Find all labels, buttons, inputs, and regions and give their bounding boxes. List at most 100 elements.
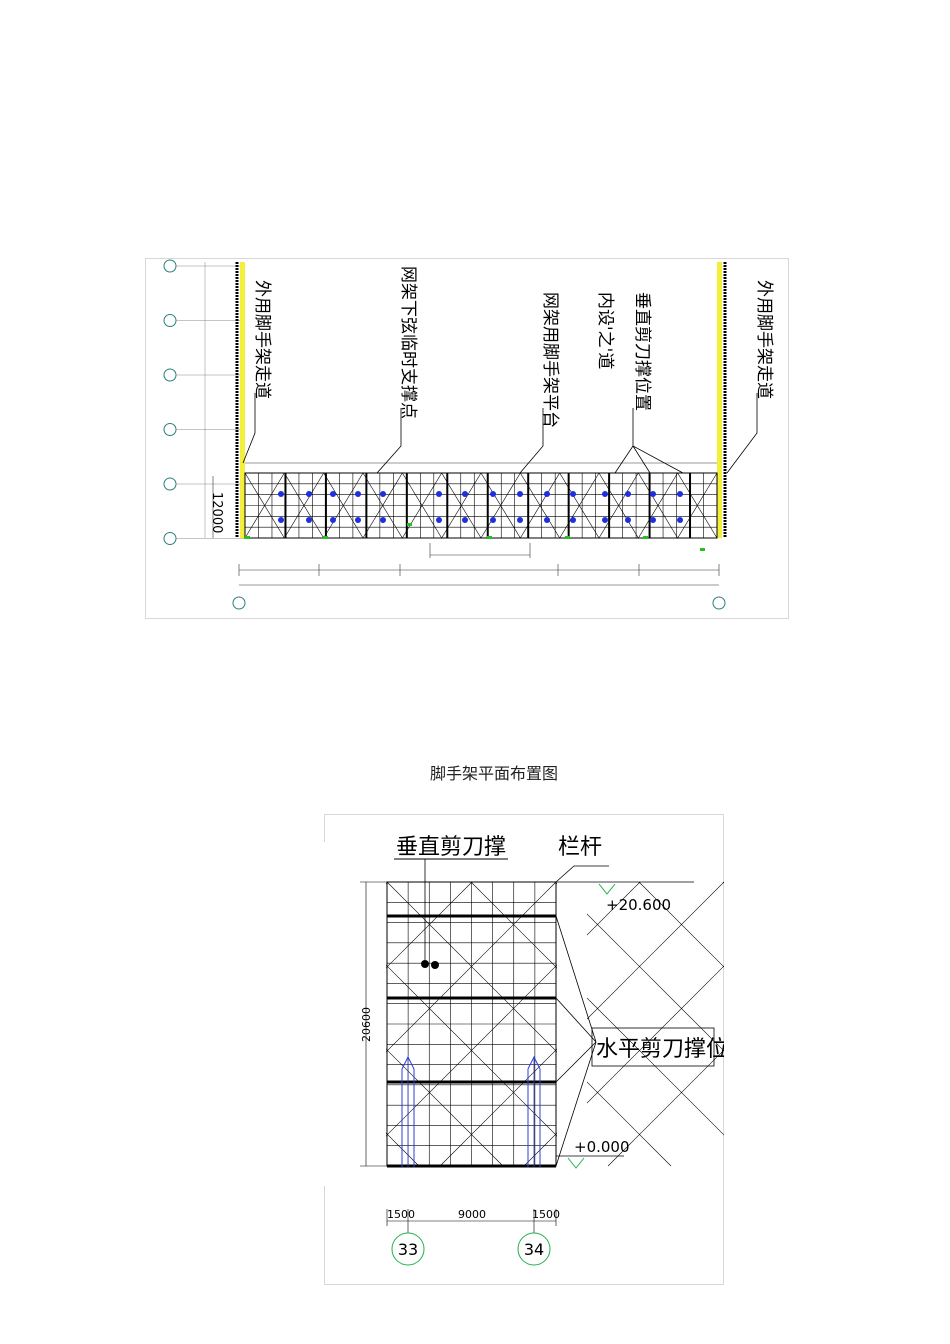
- leader-vertical-brace: [632, 445, 684, 474]
- brace-diagonal: [638, 472, 678, 539]
- brace-diagonal: [677, 472, 718, 539]
- support-point: [462, 491, 468, 497]
- support-point: [570, 517, 576, 523]
- elev-diagonal: [638, 881, 724, 968]
- elevation-triangle: [567, 1157, 585, 1169]
- mask: [557, 842, 587, 1186]
- support-mark: [407, 523, 412, 526]
- brace-diagonal: [362, 472, 403, 539]
- support-point: [517, 517, 523, 523]
- support-point: [625, 491, 631, 497]
- elev-diagonal: [355, 881, 641, 1167]
- bottom-elevation-mark: +0.000: [574, 1138, 630, 1156]
- axis-bubble: [712, 596, 726, 610]
- scaffold-elevation-drawing: 垂直剪刀撑 栏杆 +20.600 +0.000 水平剪刀撑位置 20600 15…: [324, 814, 724, 1285]
- support-point: [544, 491, 550, 497]
- support-point: [602, 491, 608, 497]
- support-mark: [643, 536, 648, 539]
- support-point: [490, 517, 496, 523]
- support-point: [306, 517, 312, 523]
- brace-diagonal: [480, 472, 521, 539]
- support-mark: [323, 536, 328, 539]
- support-point: [462, 517, 468, 523]
- support-point: [436, 517, 442, 523]
- label-railing: 栏杆: [558, 835, 602, 860]
- leader-horizontal-brace: [555, 915, 597, 1043]
- support-point: [517, 491, 523, 497]
- callout-platform: 网架用脚手架平台: [540, 292, 560, 428]
- label-horizontal-brace: 水平剪刀撑位置: [596, 1037, 724, 1062]
- support-point: [278, 517, 284, 523]
- drawing-caption: 脚手架平面布置图: [429, 764, 558, 783]
- elev-diagonal: [554, 881, 724, 1052]
- brace-diagonal: [559, 472, 600, 539]
- brace-diagonal: [520, 472, 560, 539]
- axis-circle-33: [391, 1232, 425, 1266]
- support-mark: [565, 536, 570, 539]
- callout-vertical-brace: 垂直剪刀撑位置: [632, 292, 652, 411]
- leader-vertical-brace: [632, 445, 651, 474]
- walkway-left: [240, 262, 245, 538]
- support-mark: [487, 536, 492, 539]
- leader-temp-support: [376, 408, 402, 474]
- axis-bubble: [232, 596, 246, 610]
- plan-scaffold-grid: [212, 262, 727, 586]
- brace-diagonal: [402, 472, 442, 539]
- support-point: [650, 517, 656, 523]
- callout-inner-ramp: 内设'之'道: [595, 292, 615, 369]
- mask: [385, 852, 558, 881]
- brace-diagonal: [323, 472, 364, 539]
- support-point: [677, 517, 683, 523]
- support-point: [544, 517, 550, 523]
- elevation-height-dimension: 20600: [360, 1007, 373, 1042]
- elevation-frame: [324, 814, 724, 1285]
- support-point: [380, 491, 386, 497]
- elevation-scaffold-grid: [324, 842, 724, 1233]
- support-mark: [700, 548, 705, 551]
- support-point: [436, 491, 442, 497]
- support-point: [355, 517, 361, 523]
- support-point: [306, 491, 312, 497]
- axis-label-34: 34: [524, 1240, 544, 1259]
- callout-right-walkway: 外用脚手架走道: [754, 280, 774, 399]
- horizontal-brace-box: [591, 1027, 715, 1067]
- brace-diagonal: [441, 472, 482, 539]
- brace-diagonal: [284, 472, 324, 539]
- walkway-right: [717, 262, 722, 538]
- leader-left-walkway: [242, 393, 256, 464]
- brace-point: [431, 961, 439, 969]
- support-point: [625, 517, 631, 523]
- support-point: [602, 517, 608, 523]
- leader-railing: [555, 865, 609, 883]
- dim-left-1500: 1500: [387, 1208, 415, 1221]
- support-point: [330, 517, 336, 523]
- support-point: [490, 491, 496, 497]
- support-point: [278, 491, 284, 497]
- elev-diagonal: [324, 881, 557, 1115]
- support-point: [380, 517, 386, 523]
- dim-right-1500: 1500: [532, 1208, 560, 1221]
- scaffold-plan-drawing: 外用脚手架走道 网架下弦临时支撑点 网架用脚手架平台 垂直剪刀撑位置 内设'之'…: [145, 258, 789, 619]
- support-point: [330, 491, 336, 497]
- brace-diagonal: [598, 472, 639, 539]
- leader-horizontal-brace: [555, 997, 597, 1043]
- plan-support-points: [245, 491, 705, 551]
- callout-left-walkway: 外用脚手架走道: [252, 280, 272, 399]
- support-mark: [245, 536, 250, 539]
- elev-diagonal: [386, 881, 672, 1167]
- leader-platform: [519, 408, 544, 474]
- elevation-triangle: [598, 883, 616, 895]
- callout-temp-support: 网架下弦临时支撑点: [398, 266, 418, 419]
- plan-axis-markers: [163, 259, 726, 610]
- top-elevation-mark: +20.600: [606, 896, 671, 914]
- support-point: [355, 491, 361, 497]
- elev-diagonal: [470, 881, 724, 1136]
- plan-leader-lines: [242, 393, 758, 474]
- mask: [385, 1168, 558, 1188]
- mask: [324, 842, 386, 1186]
- leader-right-walkway: [726, 393, 758, 474]
- axis-label-33: 33: [398, 1240, 418, 1259]
- brace-diagonal: [244, 472, 285, 539]
- plan-height-dimension: 12000: [209, 492, 224, 533]
- dim-span-9000: 9000: [458, 1208, 486, 1221]
